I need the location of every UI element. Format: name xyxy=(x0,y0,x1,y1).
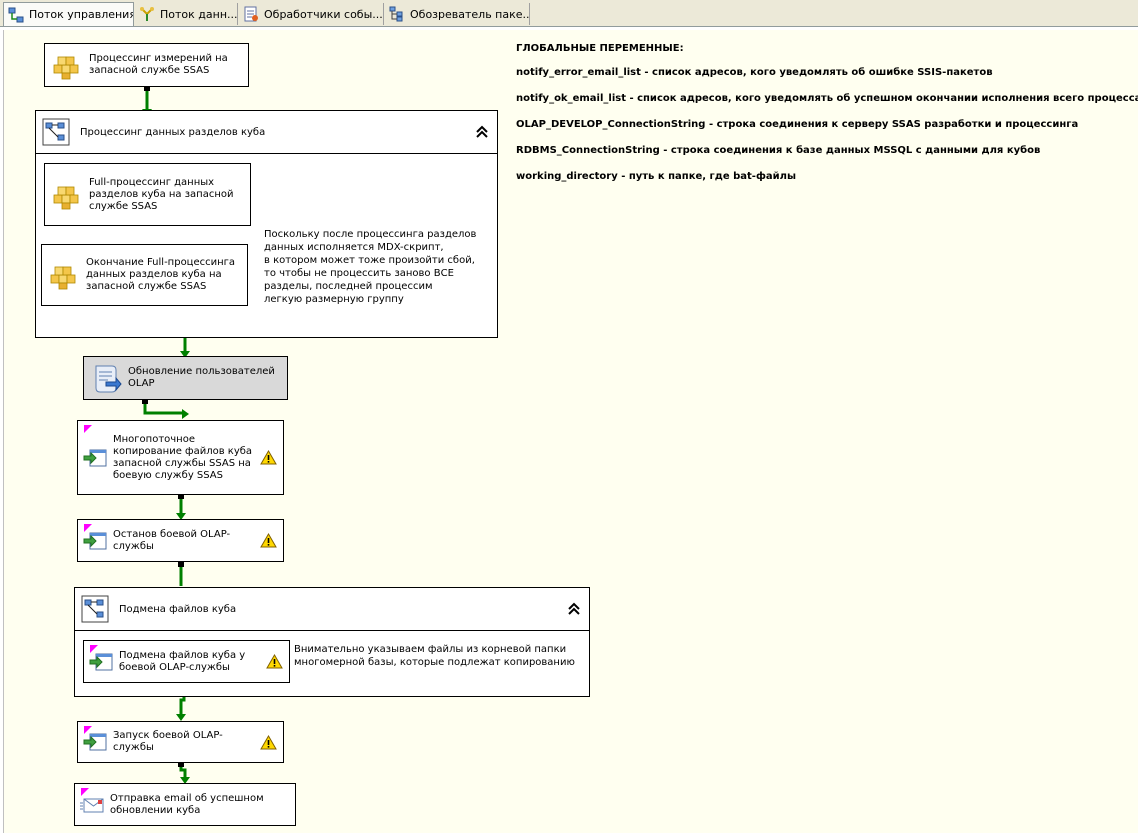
breakpoint-flag xyxy=(81,788,89,796)
warning-icon xyxy=(260,450,277,465)
sequence-container-icon xyxy=(81,595,109,623)
globals-line: RDBMS_ConnectionString - строка соединен… xyxy=(516,145,1041,156)
task-start-olap-service[interactable]: Запуск боевой OLAP-службы xyxy=(77,721,284,763)
breakpoint-flag xyxy=(84,524,92,532)
execute-process-icon xyxy=(83,449,107,466)
warning-icon xyxy=(260,734,277,749)
sequence-container-label: Процессинг данных разделов куба xyxy=(80,126,266,138)
analysis-services-processing-icon xyxy=(53,186,79,209)
breakpoint-flag xyxy=(90,645,98,653)
task-label: Запуск боевой OLAP-службы xyxy=(113,730,223,753)
tab-label: Обработчики собы... xyxy=(264,7,383,21)
task-label: Обновление пользователей OLAP xyxy=(128,366,275,389)
task-label: Окончание Full-процессинга данных раздел… xyxy=(86,257,236,292)
send-mail-icon xyxy=(80,798,104,812)
global-variables-annotation[interactable]: ГЛОБАЛЬНЫЕ ПЕРЕМЕННЫЕ: notify_error_emai… xyxy=(516,43,1138,196)
sequence-container-header[interactable]: Подмена файлов куба xyxy=(75,588,589,631)
control-flow-icon xyxy=(8,7,24,22)
task-label: Процессинг измерений на запасной службе … xyxy=(89,53,228,76)
task-full-processing-end[interactable]: Окончание Full-процессинга данных раздел… xyxy=(41,244,248,306)
tab-event-handlers[interactable]: Обработчики собы... xyxy=(239,3,384,25)
task-label: Отправка email об успешном обновлении ку… xyxy=(110,792,264,816)
analysis-services-processing-icon xyxy=(53,56,79,80)
collapse-chevron-icon[interactable] xyxy=(567,602,581,616)
event-handlers-icon xyxy=(244,6,258,22)
task-send-success-email[interactable]: Отправка email об успешном обновлении ку… xyxy=(74,783,296,826)
tab-package-explorer[interactable]: Обозреватель паке... xyxy=(385,3,530,25)
globals-title: ГЛОБАЛЬНЫЕ ПЕРЕМЕННЫЕ: xyxy=(516,43,684,54)
precedence-constraint[interactable] xyxy=(143,400,184,415)
tab-control-flow[interactable]: Поток управления xyxy=(3,2,134,26)
tab-label: Поток данн... xyxy=(160,7,237,21)
tab-label: Поток управления xyxy=(29,8,133,21)
globals-line: notify_error_email_list - список адресов… xyxy=(516,67,993,78)
task-label: Подмена файлов куба у боевой OLAP-службы xyxy=(119,649,246,673)
execute-process-icon xyxy=(89,653,113,670)
designer-tab-bar: Поток управления Поток данн... Обработчи… xyxy=(0,0,1138,27)
task-replace-cube-files[interactable]: Подмена файлов куба у боевой OLAP-службы xyxy=(83,640,290,683)
package-explorer-icon xyxy=(389,6,403,22)
data-flow-icon xyxy=(140,7,154,21)
warning-icon xyxy=(260,533,277,548)
annotation-replace-note[interactable]: Внимательно указываем файлы из корневой … xyxy=(294,644,575,668)
control-flow-canvas[interactable]: ГЛОБАЛЬНЫЕ ПЕРЕМЕННЫЕ: notify_error_emai… xyxy=(3,30,1138,833)
tab-label: Обозреватель паке... xyxy=(410,7,529,21)
analysis-services-processing-icon xyxy=(50,266,76,290)
annotation-partitions-note[interactable]: Поскольку после процессинга разделов дан… xyxy=(264,229,477,305)
script-task-icon xyxy=(95,365,122,393)
task-label: Многопоточное копирование файлов куба за… xyxy=(113,433,253,481)
sequence-container-header[interactable]: Процессинг данных разделов куба xyxy=(36,111,497,154)
breakpoint-flag xyxy=(84,425,92,433)
breakpoint-flag xyxy=(84,726,92,734)
globals-line: OLAP_DEVELOP_ConnectionString - строка с… xyxy=(516,119,1079,130)
globals-line: notify_ok_email_list - список адресов, к… xyxy=(516,93,1138,104)
task-stop-olap-service[interactable]: Останов боевой OLAP-службы xyxy=(77,519,284,562)
task-multithread-copy[interactable]: Многопоточное копирование файлов куба за… xyxy=(77,420,284,495)
task-dimension-processing[interactable]: Процессинг измерений на запасной службе … xyxy=(44,43,249,87)
globals-line: working_directory - путь к папке, где ba… xyxy=(516,171,796,182)
tab-data-flow[interactable]: Поток данн... xyxy=(135,3,238,25)
sequence-container-icon xyxy=(42,118,70,146)
sequence-container-label: Подмена файлов куба xyxy=(119,603,237,615)
warning-icon xyxy=(266,654,283,669)
task-full-processing[interactable]: Full-процессинг данных разделов куба на … xyxy=(44,163,251,226)
execute-process-icon xyxy=(83,733,107,751)
task-label: Останов боевой OLAP-службы xyxy=(113,528,231,552)
execute-process-icon xyxy=(83,532,107,549)
collapse-chevron-icon[interactable] xyxy=(475,125,489,139)
task-update-olap-users[interactable]: Обновление пользователей OLAP xyxy=(83,356,288,400)
task-label: Full-процессинг данных разделов куба на … xyxy=(89,176,234,212)
